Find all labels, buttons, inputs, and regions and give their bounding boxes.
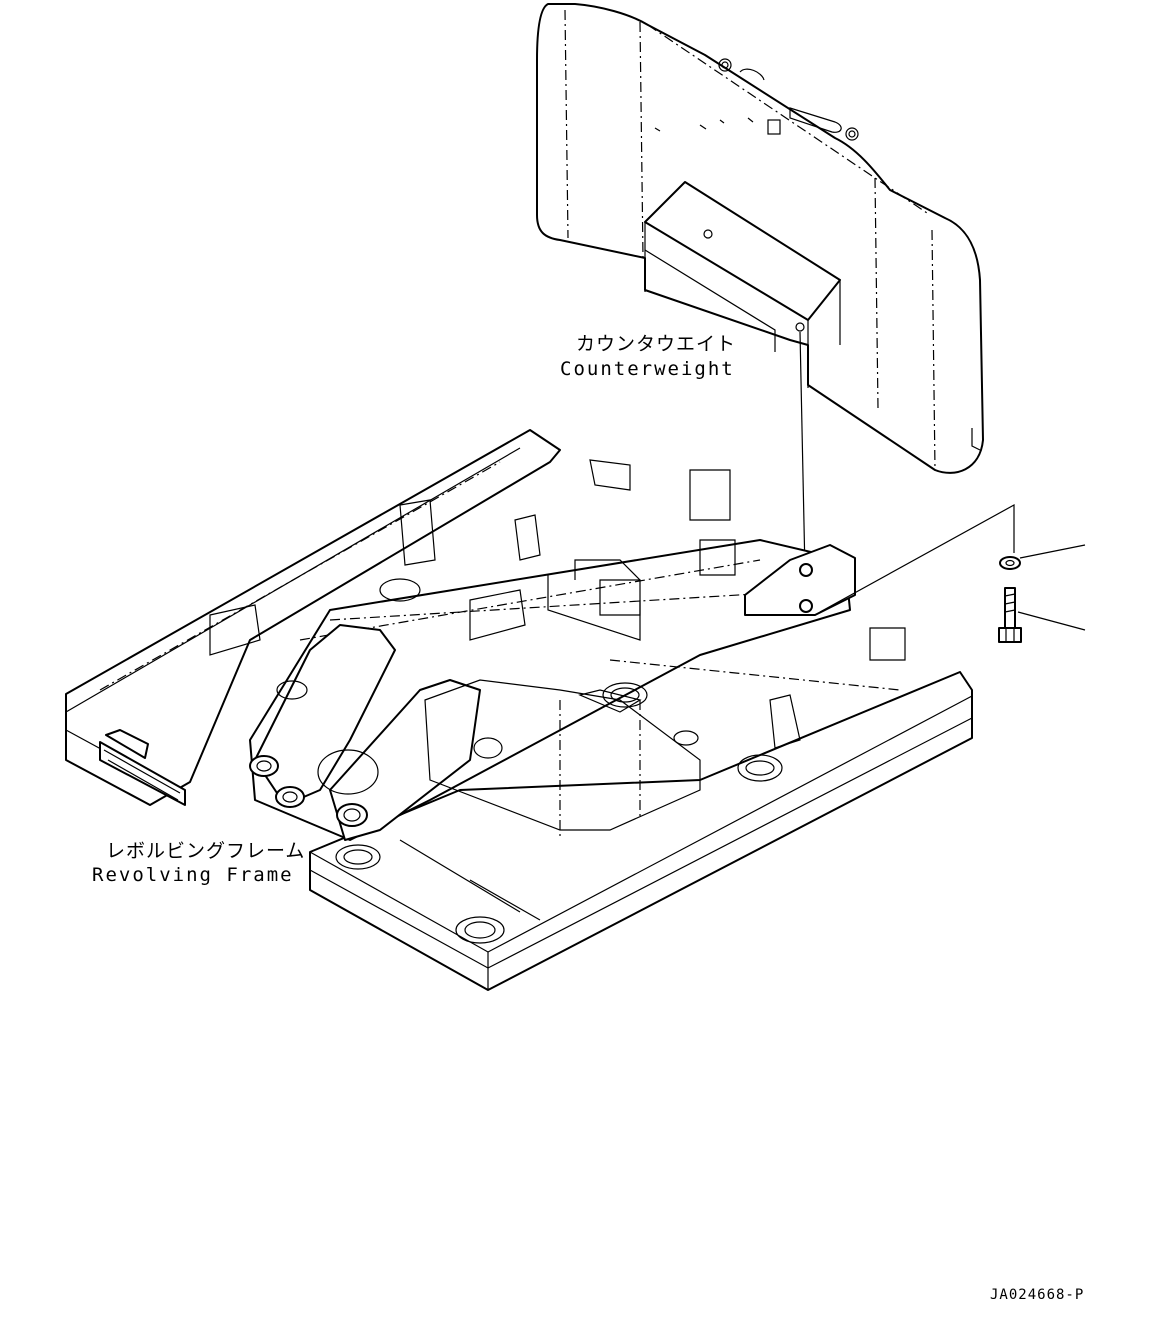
revolving-frame-drawing <box>65 429 973 991</box>
counterweight-drawing <box>536 3 984 474</box>
bolt-icon <box>998 587 1022 643</box>
frame-label-en: Revolving Frame <box>92 864 294 886</box>
counterweight-label-en: Counterweight <box>560 358 735 380</box>
counterweight-label-jp: カウンタウエイト <box>576 333 737 355</box>
drawing-code: JA024668-P <box>990 1287 1085 1303</box>
bolt-leader <box>1017 611 1086 631</box>
frame-label-jp: レボルビングフレーム <box>106 840 306 862</box>
washer-icon <box>999 556 1021 570</box>
washer-leader <box>1019 544 1086 559</box>
hardware-leader <box>819 503 1015 613</box>
